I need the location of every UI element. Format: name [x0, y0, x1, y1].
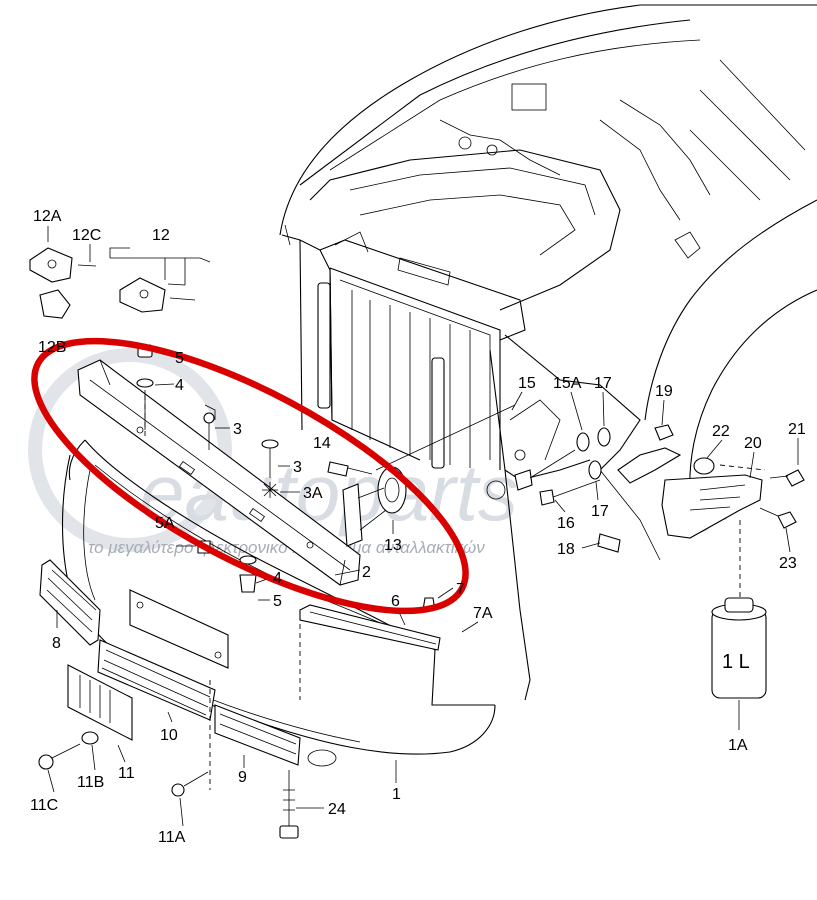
callout-10: 10: [160, 727, 178, 744]
callout-22: 22: [712, 423, 730, 440]
callout-9: 9: [238, 769, 247, 786]
callout-12B: 12B: [38, 339, 66, 356]
callout-11B: 11B: [77, 774, 104, 791]
callout-23: 23: [779, 555, 797, 572]
callout-13: 13: [384, 537, 402, 554]
callout-14: 14: [313, 435, 331, 452]
callout-11: 11: [118, 765, 135, 782]
license-plate-holder: [129, 589, 229, 669]
callout-5A: 5A: [155, 515, 175, 532]
grille-left: [39, 559, 101, 646]
callout-17-bottom: 17: [591, 503, 609, 520]
callout-labels: 12A 12C 12 12B 5 4 3 3 3A 14 5A 13 2 4 5…: [30, 208, 806, 846]
callout-15A: 15A: [553, 375, 582, 392]
callout-12C: 12C: [72, 227, 101, 244]
callout-5-top: 5: [175, 350, 184, 367]
callout-7A: 7A: [473, 605, 493, 622]
bottle-label: 1 L: [722, 651, 750, 673]
watermark-tagline: το μεγαλύτερο ηλεκτρονικό κατάστημα αντα…: [88, 538, 485, 557]
callout-11C: 11C: [30, 797, 58, 814]
callout-1: 1: [392, 786, 401, 803]
callout-19: 19: [655, 383, 673, 400]
fasteners-bottom: [38, 731, 299, 839]
grille-right: [214, 704, 337, 767]
callout-11A: 11A: [158, 829, 186, 846]
mount-bracket-13: [342, 466, 407, 547]
cover-plate-11: [67, 664, 133, 741]
callout-3-upper: 3: [233, 421, 242, 438]
callout-8: 8: [52, 635, 61, 652]
brackets-12: [29, 247, 196, 319]
callout-3-lower: 3: [293, 459, 302, 476]
callout-1A: 1A: [728, 737, 748, 754]
fluid-bottle: 1 L: [711, 597, 767, 699]
bumper-reinforcement: [77, 359, 361, 586]
fasteners-right: [375, 404, 805, 553]
car-body-engine-bay: [279, 4, 817, 701]
callout-17-top: 17: [594, 375, 612, 392]
callout-7: 7: [456, 581, 465, 598]
callout-24: 24: [328, 801, 346, 818]
callout-20: 20: [744, 435, 762, 452]
leader-lines: [47, 226, 799, 827]
callout-6: 6: [391, 593, 400, 610]
callout-21: 21: [788, 421, 806, 438]
highlight-ellipse: [31, 337, 469, 615]
callout-4-top: 4: [175, 377, 184, 394]
callout-15: 15: [518, 375, 536, 392]
callout-3A: 3A: [303, 485, 323, 502]
callout-2: 2: [362, 564, 371, 581]
callout-18: 18: [557, 541, 575, 558]
bolt-14: [327, 461, 373, 477]
callout-12: 12: [152, 227, 170, 244]
callout-12A: 12A: [33, 208, 62, 225]
callout-16: 16: [557, 515, 575, 532]
callout-5-bottom: 5: [273, 593, 282, 610]
alignment-lines: [144, 395, 766, 790]
callout-4-bottom: 4: [273, 570, 282, 587]
